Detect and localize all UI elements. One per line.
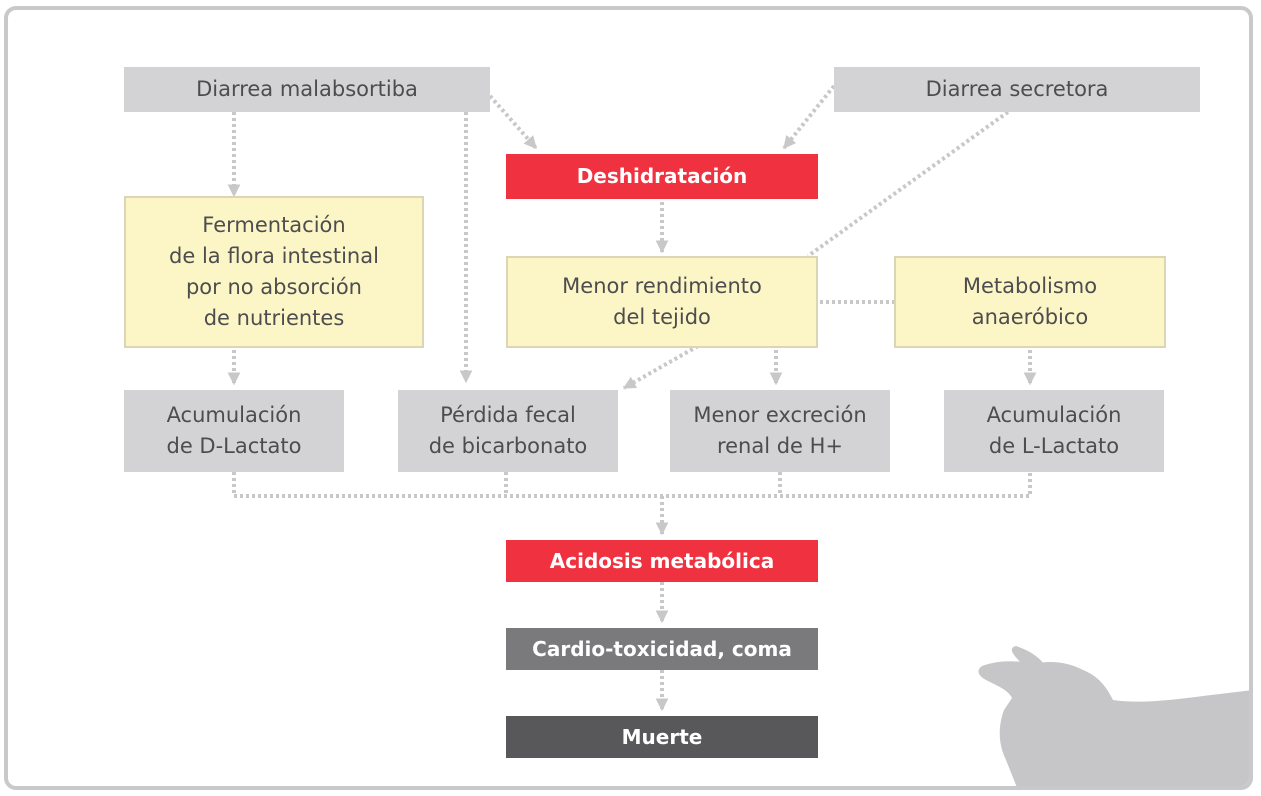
node-cardio-toxicidad: Cardio-toxicidad, coma (506, 628, 818, 670)
node-acidosis-metabolica: Acidosis metabólica (506, 540, 818, 582)
connector-secretora-deshidratacion (782, 84, 836, 150)
node-perdida-fecal: Pérdida fecal de bicarbonato (398, 390, 618, 472)
node-muerte: Muerte (506, 716, 818, 758)
node-menor-excrecion: Menor excreción renal de H+ (670, 390, 890, 472)
diagram-frame: Diarrea malabsortiba Diarrea secretora D… (4, 6, 1253, 790)
connector-rendimiento-perdida (622, 344, 699, 390)
node-deshidratacion: Deshidratación (506, 154, 818, 199)
cow-silhouette-icon (978, 646, 1249, 786)
node-diarrea-malabsortiba: Diarrea malabsortiba (124, 67, 490, 112)
node-acumulacion-d-lactato: Acumulación de D-Lactato (124, 390, 344, 472)
connector-secretora-rendimiento (806, 110, 1010, 258)
node-diarrea-secretora: Diarrea secretora (834, 67, 1200, 112)
connectors (227, 84, 1037, 712)
connector-merge-bracket (232, 472, 1032, 498)
node-fermentacion: Fermentación de la flora intestinal por … (124, 196, 424, 348)
node-menor-rendimiento: Menor rendimiento del tejido (506, 256, 818, 348)
node-metabolismo: Metabolismo anaeróbico (894, 256, 1166, 348)
node-acumulacion-l-lactato: Acumulación de L-Lactato (944, 390, 1164, 472)
